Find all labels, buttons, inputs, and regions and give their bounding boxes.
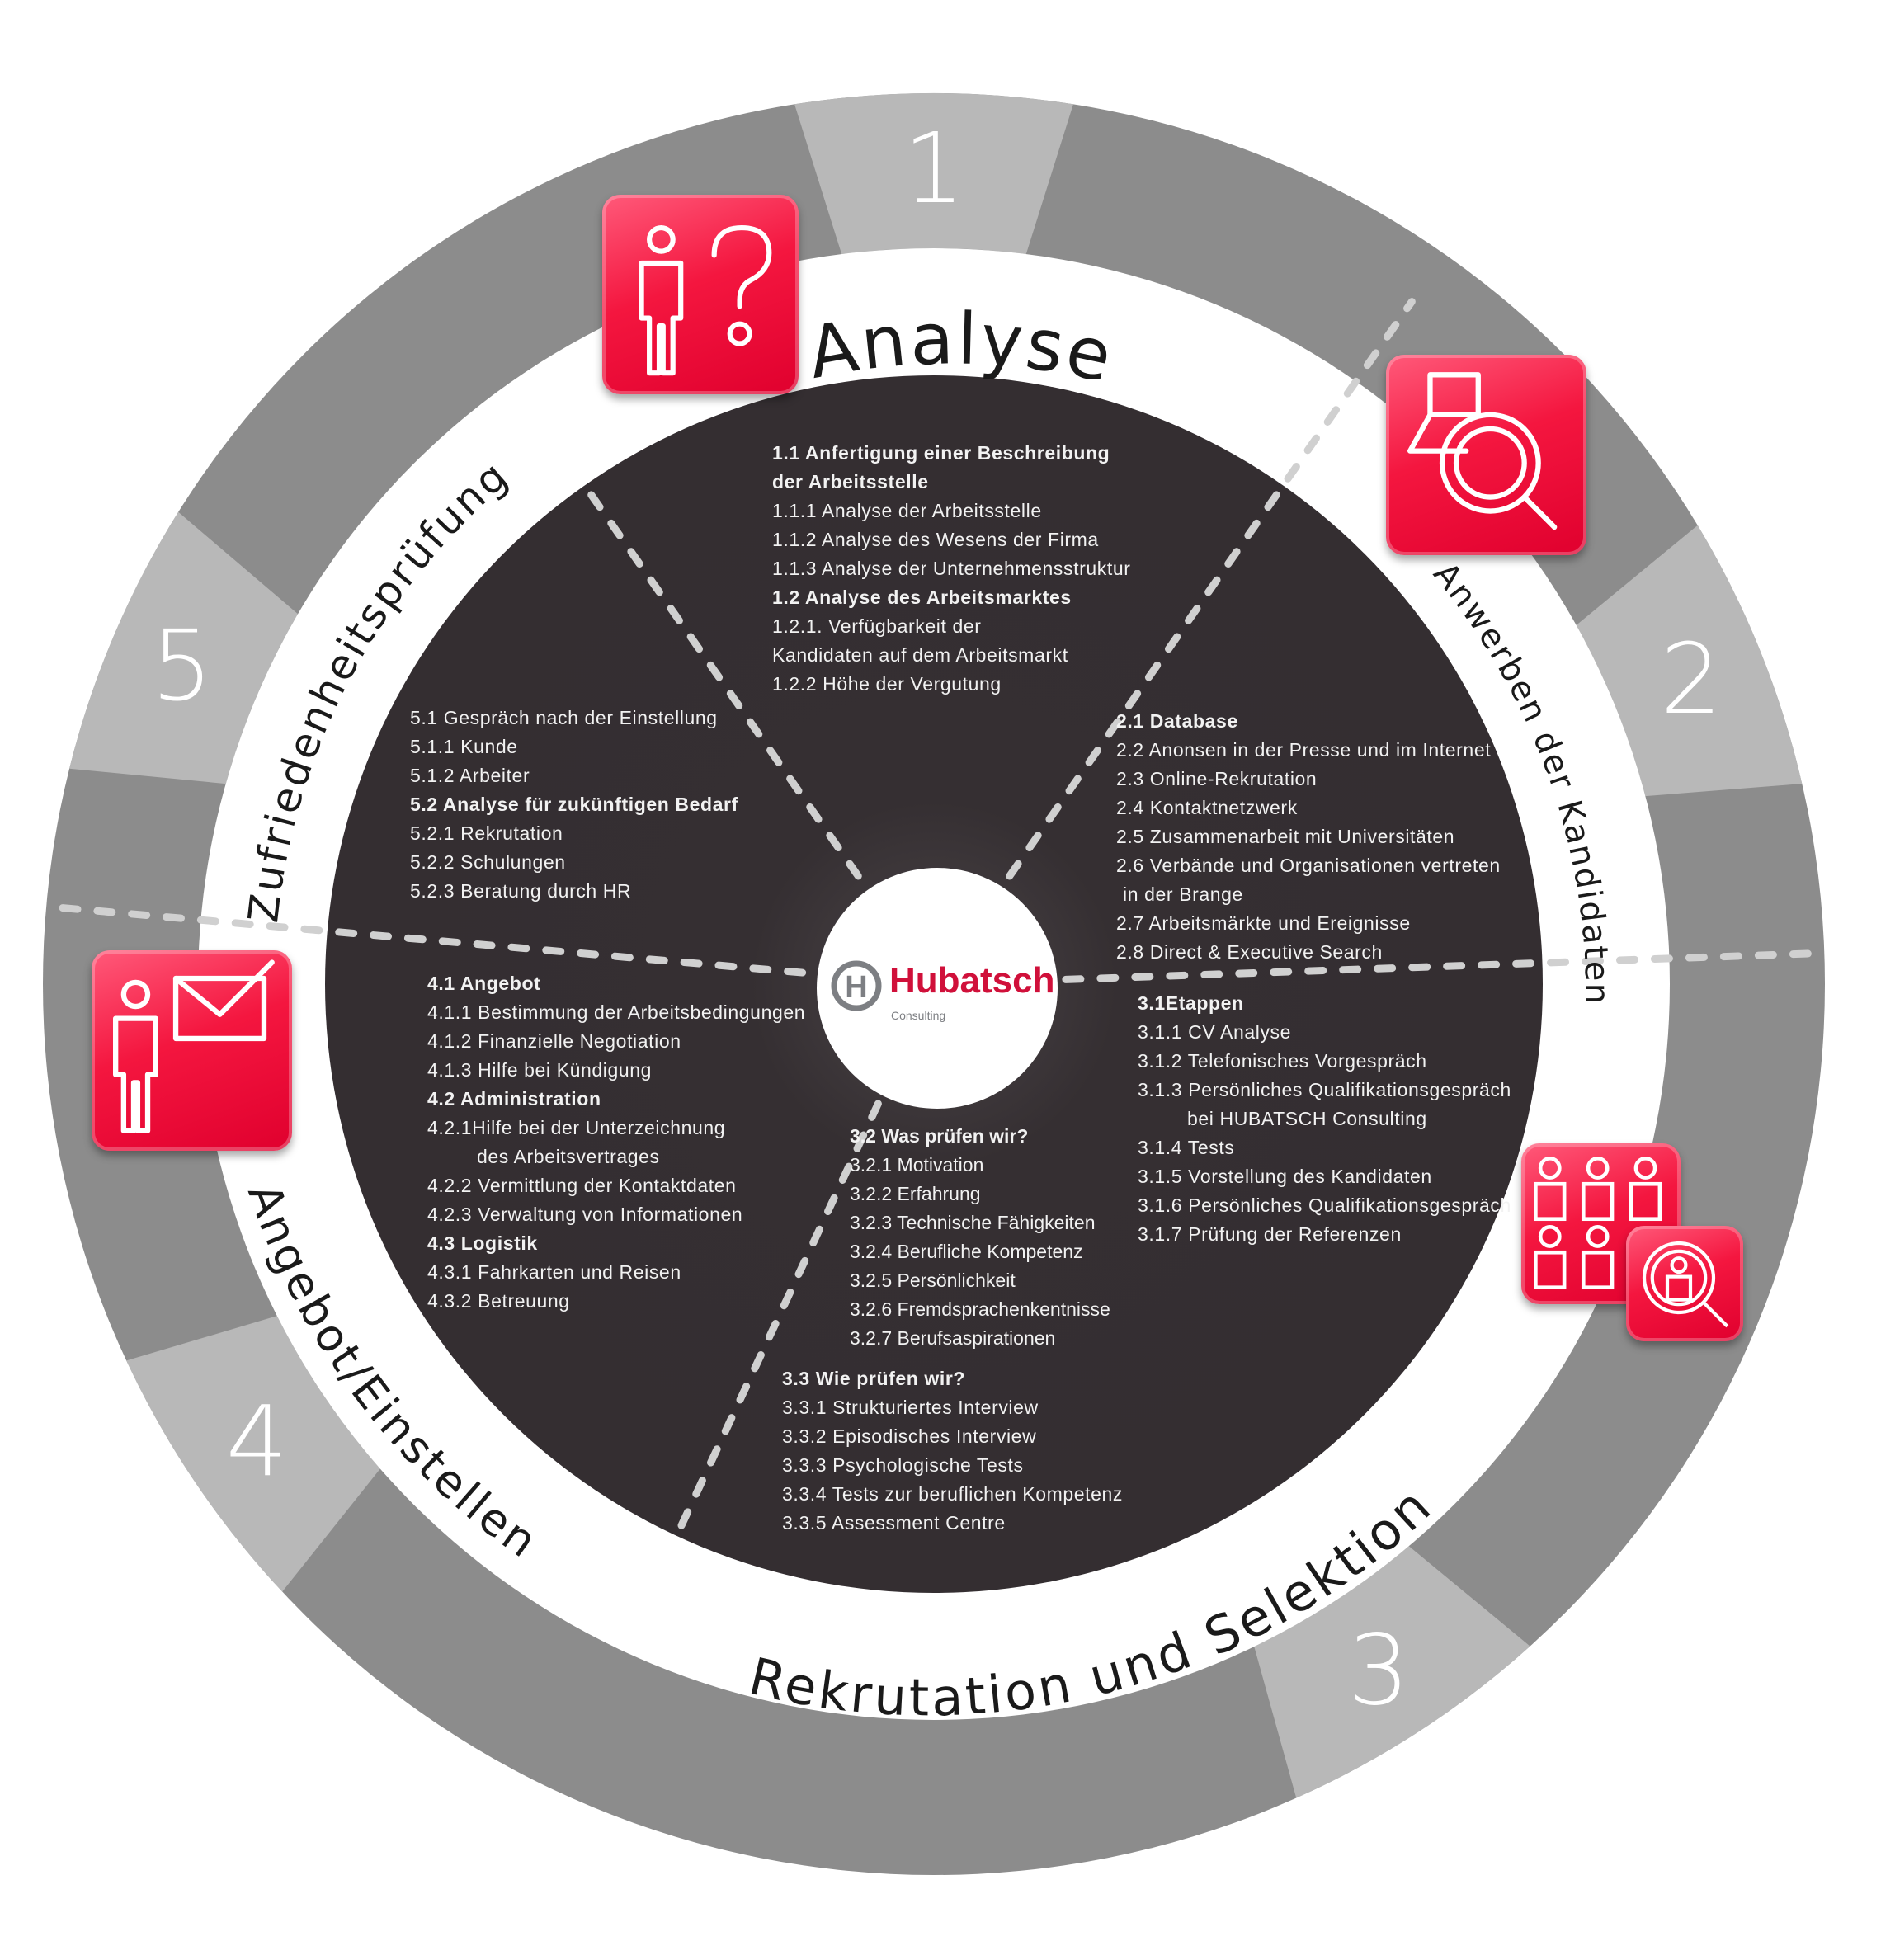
list-item: des Arbeitsvertrages — [477, 1146, 660, 1167]
section-heading: der Arbeitsstelle — [772, 471, 929, 492]
block-wie-pruefen: 3.3 Wie prüfen wir? 3.3.1 Strukturiertes … — [782, 1364, 1123, 1538]
list-item: 3.3.5 Assessment Centre — [782, 1512, 1006, 1534]
list-item: 3.1.7 Prüfung der Referenzen — [1138, 1223, 1402, 1245]
list-item: 2.3 Online-Rekrutation — [1116, 768, 1318, 789]
section-heading: 3.2 Was prüfen wir? — [850, 1125, 1029, 1147]
list-item: 3.1.4 Tests — [1138, 1137, 1235, 1158]
candidate-search-icon — [1626, 1226, 1743, 1341]
list-item: 4.2.1Hilfe bei der Unterzeichnung — [427, 1117, 726, 1138]
step-sector-2 — [1576, 525, 1803, 797]
list-item: 3.2.1 Motivation — [850, 1154, 984, 1176]
list-item: 4.2.2 Vermittlung der Kontaktdaten — [427, 1175, 737, 1196]
section-heading: 3.3 Wie prüfen wir? — [782, 1368, 966, 1389]
list-item: 5.2.2 Schulungen — [410, 851, 566, 873]
list-item: 3.3.3 Psychologische Tests — [782, 1454, 1024, 1476]
section-heading: 4.2 Administration — [427, 1088, 601, 1110]
section-heading: 1.1 Anfertigung einer Beschreibung — [772, 442, 1110, 464]
step-sector-1 — [794, 93, 1073, 255]
list-item: 2.6 Verbände und Organisationen vertrete… — [1116, 855, 1501, 876]
list-item: 1.2.2 Höhe der Vergutung — [772, 673, 1002, 695]
list-item: 1.1.2 Analyse des Wesens der Firma — [772, 529, 1099, 550]
person-question-icon — [602, 195, 799, 394]
divider-line-4 — [1062, 949, 1828, 983]
section-heading: 3.1Etappen — [1138, 992, 1244, 1014]
list-item: 3.1.3 Persönliches Qualifikationsgespräc… — [1138, 1079, 1511, 1100]
list-item: Kandidaten auf dem Arbeitsmarkt — [772, 644, 1068, 666]
list-item: bei HUBATSCH Consulting — [1187, 1108, 1427, 1129]
list-item: 4.1.1 Bestimmung der Arbeitsbedingungen — [427, 1001, 806, 1023]
block-angebot: 4.1 Angebot 4.1.1 Bestimmung der Arbeitsb… — [427, 969, 805, 1316]
block-was-pruefen: 3.2 Was prüfen wir? 3.2.1 Motivation 3.2.2… — [850, 1122, 1110, 1353]
step-sector-4 — [126, 1316, 380, 1592]
step-number-1: 1 — [903, 111, 964, 225]
list-item: 2.7 Arbeitsmärkte und Ereignisse — [1116, 912, 1411, 934]
computer-search-icon — [1386, 355, 1586, 555]
list-item: 3.2.2 Erfahrung — [850, 1183, 981, 1204]
list-item: 4.3.1 Fahrkarten und Reisen — [427, 1261, 681, 1283]
list-item: 3.2.3 Technische Fähigkeiten — [850, 1212, 1096, 1233]
person-mail-icon — [92, 950, 292, 1151]
step-number-2: 2 — [1660, 622, 1722, 736]
logo-circle — [817, 868, 1058, 1109]
list-item: 4.3.2 Betreuung — [427, 1290, 570, 1312]
step-sector-3 — [1254, 1546, 1530, 1798]
list-item: 2.2 Anonsen in der Presse und im Interne… — [1116, 739, 1492, 761]
step-number-5: 5 — [151, 609, 213, 723]
list-item: 4.1.2 Finanzielle Negotiation — [427, 1030, 681, 1052]
section-heading: 1.2 Analyse des Arbeitsmarktes — [772, 587, 1072, 608]
block-analyse: 1.1 Anfertigung einer Beschreibung der Ar… — [772, 439, 1130, 699]
list-item: 1.1.3 Analyse der Unternehmensstruktur — [772, 558, 1131, 579]
divider-line-5 — [675, 1100, 882, 1534]
list-item: 5.1.2 Arbeiter — [410, 765, 530, 786]
list-item: 3.2.6 Fremdsprachenkentnisse — [850, 1298, 1110, 1320]
list-item: 4.2.3 Verwaltung von Informationen — [427, 1204, 743, 1225]
list-item: 5.2.1 Rekrutation — [410, 822, 563, 844]
list-item: 3.2.4 Berufliche Kompetenz — [850, 1241, 1083, 1262]
step-sector-5 — [69, 511, 299, 784]
section-dividers — [42, 298, 1828, 1534]
section-heading: 5.2 Analyse für zukünftigen Bedarf — [410, 794, 738, 815]
list-item: 2.5 Zusammenarbeit mit Universitäten — [1116, 826, 1455, 847]
section-heading: 4.3 Logistik — [427, 1232, 538, 1254]
list-item: 1.2.1. Verfügbarkeit der — [772, 615, 982, 637]
logo-mark: H — [845, 970, 867, 1005]
section-heading: 4.1 Angebot — [427, 973, 541, 994]
list-item: 3.3.2 Episodisches Interview — [782, 1425, 1037, 1447]
step-number-3: 3 — [1348, 1613, 1410, 1727]
list-item: 3.3.1 Strukturiertes Interview — [782, 1397, 1039, 1418]
list-item: 3.3.4 Tests zur beruflichen Kompetenz — [782, 1483, 1123, 1505]
list-item: 5.2.3 Beratung durch HR — [410, 880, 632, 902]
hubatsch-logo: H Hubatsch Consulting — [831, 960, 1054, 1022]
list-item: 5.1 Gespräch nach der Einstellung — [410, 707, 718, 728]
list-item: 3.1.6 Persönliches Qualifikationsgespräc… — [1138, 1194, 1511, 1216]
list-item: 4.1.3 Hilfe bei Kündigung — [427, 1059, 653, 1081]
list-item: 5.1.1 Kunde — [410, 736, 518, 757]
logo-name: Hubatsch — [889, 960, 1054, 1001]
divider-line-1 — [584, 487, 862, 880]
block-anwerben: 2.1 Database 2.2 Anonsen in der Presse un… — [1116, 707, 1501, 967]
block-etappen: 3.1Etappen 3.1.1 CV Analyse 3.1.2 Telefoni… — [1138, 989, 1511, 1249]
list-item: 3.1.2 Telefonisches Vorgespräch — [1138, 1050, 1427, 1072]
divider-line-2 — [1006, 298, 1416, 880]
block-zufriedenheit: 5.1 Gespräch nach der Einstellung 5.1.1 K… — [410, 704, 738, 906]
list-item: in der Brange — [1123, 883, 1243, 905]
list-item: 3.2.5 Persönlichkeit — [850, 1270, 1016, 1291]
divider-line-3 — [42, 902, 807, 977]
list-item: 2.8 Direct & Executive Search — [1116, 941, 1383, 963]
list-item: 1.1.1 Analyse der Arbeitsstelle — [772, 500, 1042, 521]
logo-tagline: Consulting — [891, 1009, 945, 1022]
list-item: 3.1.1 CV Analyse — [1138, 1021, 1292, 1043]
list-item: 3.1.5 Vorstellung des Kandidaten — [1138, 1166, 1432, 1187]
list-item: 2.4 Kontaktnetzwerk — [1116, 797, 1298, 818]
section-heading: 2.1 Database — [1116, 710, 1238, 732]
step-number-4: 4 — [226, 1385, 288, 1499]
logo-mark-circle — [831, 960, 882, 1011]
list-item: 3.2.7 Berufsaspirationen — [850, 1327, 1056, 1349]
